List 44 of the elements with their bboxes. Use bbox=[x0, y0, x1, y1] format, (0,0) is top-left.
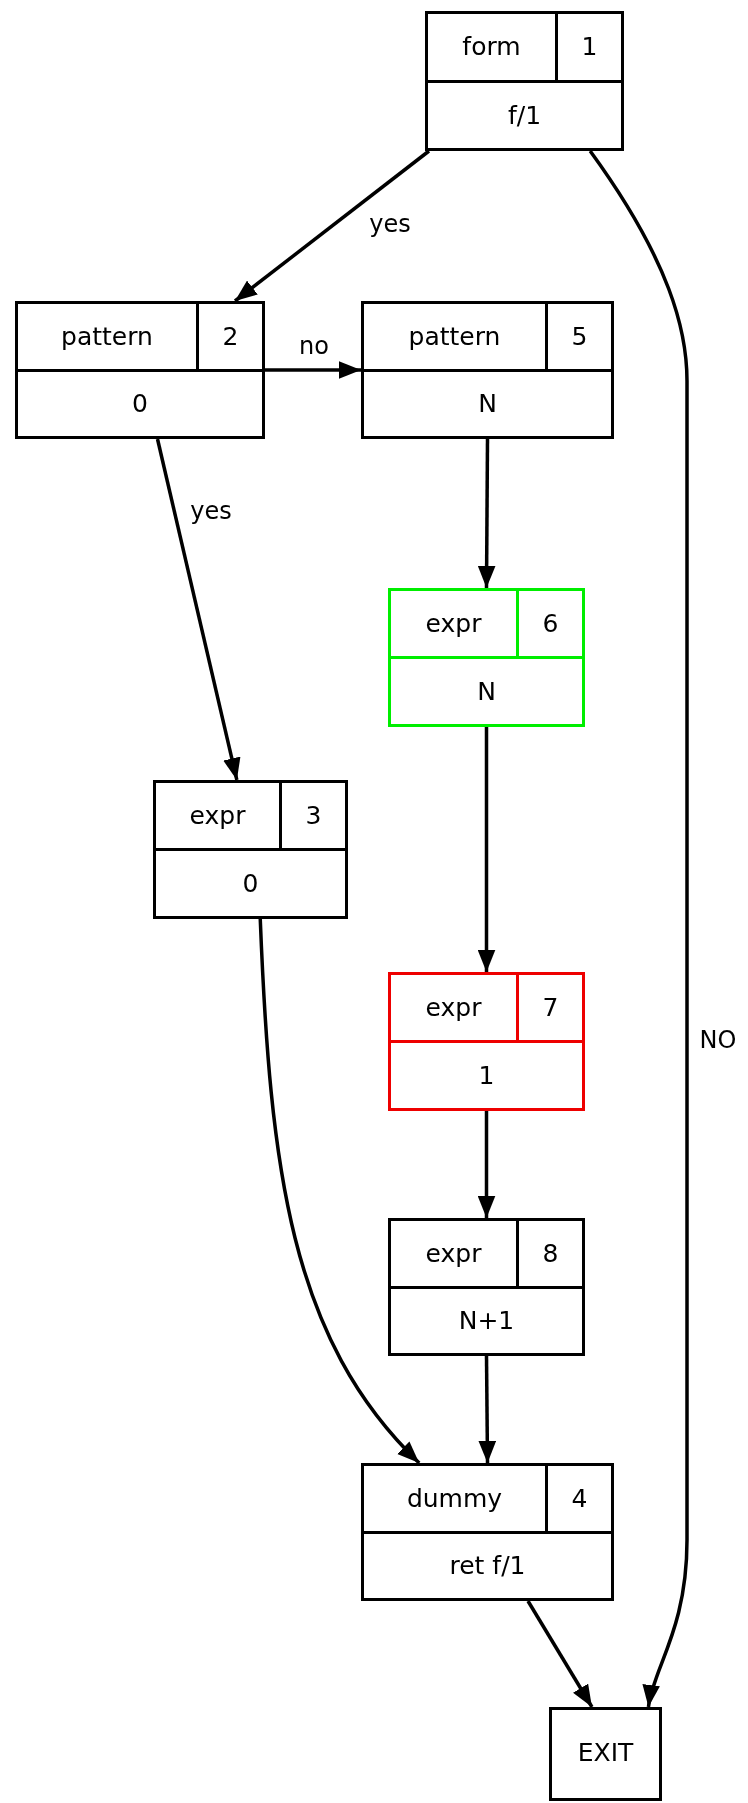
arrow bbox=[477, 439, 496, 588]
arrow bbox=[258, 918, 421, 1465]
arrow bbox=[588, 150, 689, 1708]
node-number: 8 bbox=[516, 1221, 582, 1286]
record-box bbox=[549, 1707, 662, 1801]
node-type: expr bbox=[424, 992, 483, 1024]
node-value: 0 bbox=[241, 868, 260, 900]
record-box bbox=[388, 588, 585, 727]
record-box bbox=[388, 1218, 585, 1356]
arrow bbox=[526, 1600, 594, 1708]
node-type: pattern bbox=[60, 320, 154, 353]
arrow bbox=[478, 1356, 497, 1463]
arrow bbox=[155, 438, 241, 781]
node-value: 1 bbox=[477, 1060, 496, 1092]
node-value: N+1 bbox=[457, 1305, 516, 1338]
node-type: form bbox=[461, 31, 522, 64]
node-number: 6 bbox=[516, 591, 582, 656]
node-value: f/1 bbox=[506, 99, 543, 132]
node-type: expr bbox=[424, 1237, 483, 1270]
arrow bbox=[233, 149, 431, 303]
node-type: expr bbox=[424, 608, 483, 640]
arrow bbox=[477, 1111, 496, 1218]
node-value: 0 bbox=[131, 388, 149, 421]
node-number: 7 bbox=[516, 975, 582, 1040]
node-type: pattern bbox=[407, 320, 502, 353]
node-number: 2 bbox=[196, 304, 262, 369]
node-type: dummy bbox=[405, 1482, 504, 1515]
record-box bbox=[361, 1463, 614, 1601]
node-value: N bbox=[477, 388, 498, 421]
node-number: 5 bbox=[545, 304, 611, 369]
node-number: 1 bbox=[555, 14, 621, 80]
node-type: expr bbox=[188, 800, 247, 832]
record-box bbox=[388, 972, 585, 1111]
record-box bbox=[15, 301, 265, 439]
node-label: EXIT bbox=[576, 1736, 635, 1769]
node-value: ret f/1 bbox=[448, 1550, 527, 1583]
node-number: 4 bbox=[545, 1466, 611, 1531]
arrow bbox=[477, 727, 496, 972]
node-number: 3 bbox=[279, 783, 345, 848]
record-box bbox=[361, 301, 614, 439]
record-box bbox=[153, 780, 348, 919]
arrow bbox=[265, 361, 361, 379]
record-box bbox=[425, 11, 624, 151]
node-value: N bbox=[476, 676, 497, 708]
